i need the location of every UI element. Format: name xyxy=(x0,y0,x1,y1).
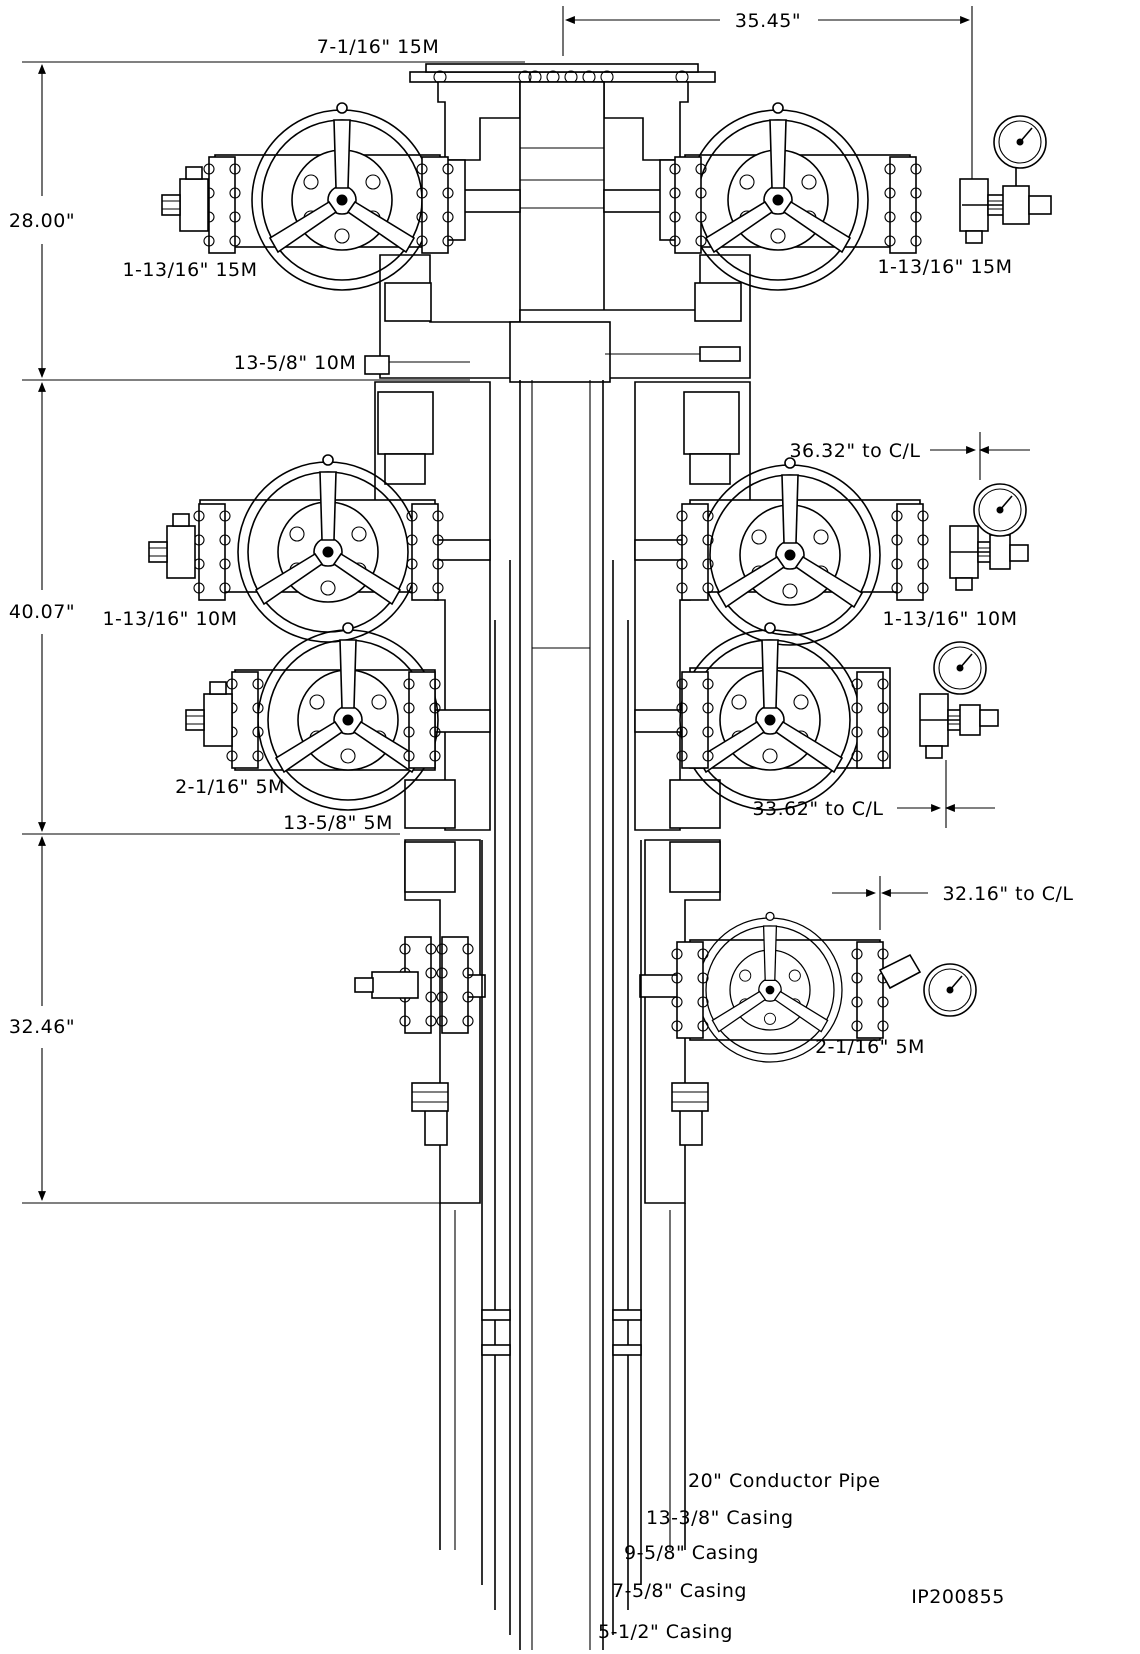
casing-label-9-5-8: 9-5/8" Casing xyxy=(624,1542,759,1564)
drawing-id: IP200855 xyxy=(911,1586,1005,1608)
tubing-spool-flange-label: 13-5/8" 10M xyxy=(234,352,356,374)
valve-upper-left-label: 1-13/16" 15M xyxy=(122,259,257,281)
offset-3-label: 32.16" to C/L xyxy=(942,883,1073,905)
valve-middle-left xyxy=(148,454,444,643)
valve-bottom-right-label: 2-1/16" 5M xyxy=(815,1036,925,1058)
valve-middle-right-label: 1-13/16" 10M xyxy=(882,608,1017,630)
valve-bottom-left xyxy=(354,936,474,1034)
dimension-lines xyxy=(22,6,1030,1204)
valve-lower-right xyxy=(676,622,999,811)
labels: 35.45" 7-1/16" 15M 28.00" 40.07" 32.46" … xyxy=(9,10,1073,1643)
top-flange-label: 7-1/16" 15M xyxy=(317,36,439,58)
valve-middle-right xyxy=(676,457,1029,646)
casing-label-conductor: 20" Conductor Pipe xyxy=(688,1470,880,1492)
casing-spool-flange-label: 13-5/8" 5M xyxy=(283,812,393,834)
overall-width-label: 35.45" xyxy=(735,10,801,32)
offset-2-label: 33.62" to C/L xyxy=(752,798,883,820)
valve-upper-right xyxy=(669,102,1052,291)
valve-lower-left-label: 2-1/16" 5M xyxy=(175,776,285,798)
section-2-height-label: 40.07" xyxy=(9,601,75,623)
section-1-height-label: 28.00" xyxy=(9,210,75,232)
valve-upper-left xyxy=(161,102,454,291)
casing-label-7-5-8: 7-5/8" Casing xyxy=(612,1580,747,1602)
casing-label-5-1-2: 5-1/2" Casing xyxy=(598,1621,733,1643)
valve-middle-left-label: 1-13/16" 10M xyxy=(102,608,237,630)
valve-upper-right-label: 1-13/16" 15M xyxy=(877,256,1012,278)
section-3-height-label: 32.46" xyxy=(9,1016,75,1038)
wellhead-stack xyxy=(364,63,751,1650)
valve-lower-left xyxy=(185,622,441,811)
offset-1-label: 36.32" to C/L xyxy=(789,440,920,462)
valve-bottom-right xyxy=(671,911,977,1063)
casing-label-13-3-8: 13-3/8" Casing xyxy=(646,1507,794,1529)
